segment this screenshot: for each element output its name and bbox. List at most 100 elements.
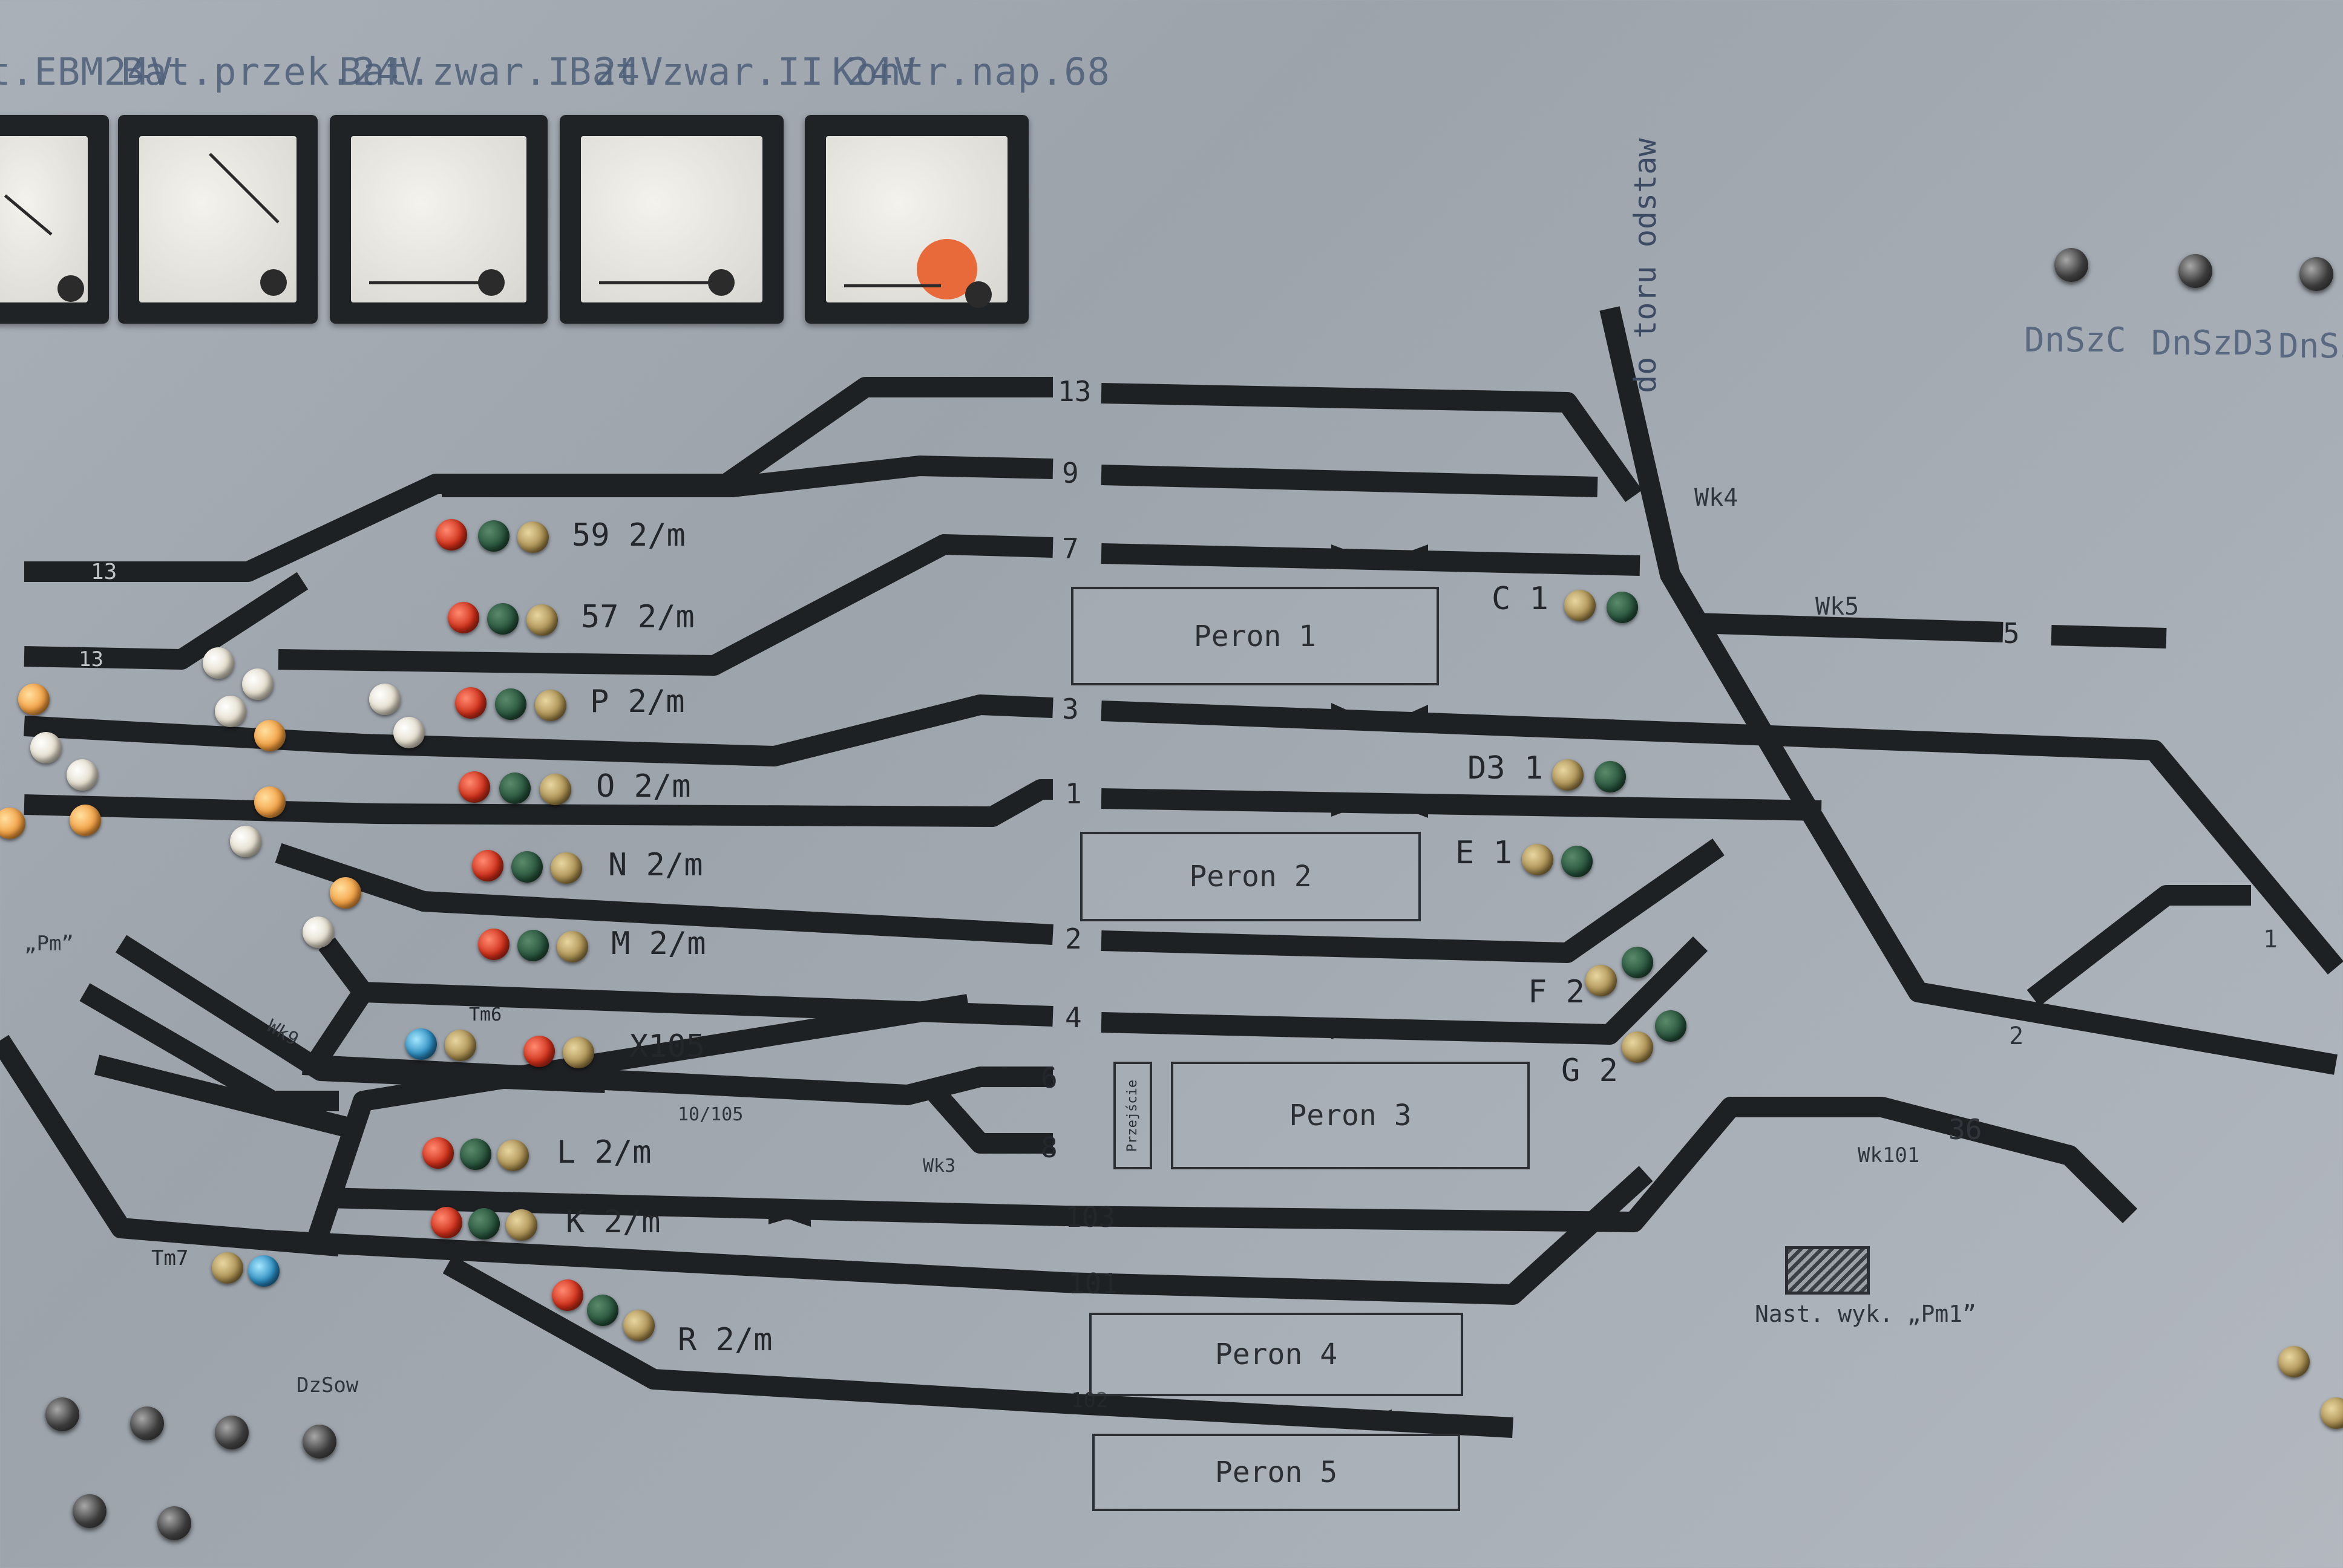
signal-lamp-green[interactable] xyxy=(478,520,510,552)
signal-lamp-red[interactable] xyxy=(431,1207,462,1238)
signal-lamp-blue[interactable] xyxy=(405,1028,437,1060)
indicator-lamp[interactable] xyxy=(30,732,62,763)
signal-lamp-yellow[interactable] xyxy=(517,521,549,553)
nast-wyk-label: Nast. wyk. „Pm1” xyxy=(1755,1301,1977,1327)
signal-lamp-yellow[interactable] xyxy=(506,1209,537,1241)
dnszc-knob[interactable] xyxy=(2054,248,2088,282)
dnszd3-knob[interactable] xyxy=(2178,254,2212,288)
signal-lamp-yellow[interactable] xyxy=(212,1252,243,1284)
indicator-lamp[interactable] xyxy=(67,759,98,791)
signal-label-57: 57 2/m xyxy=(581,599,695,635)
signal-lamp-yellow[interactable] xyxy=(1622,1031,1653,1063)
dnsz-knob[interactable] xyxy=(2299,257,2333,291)
signal-lamp-red[interactable] xyxy=(436,519,467,550)
wk3-label: Wk3 xyxy=(923,1155,956,1177)
indicator-lamp[interactable] xyxy=(393,717,425,748)
signal-label-n: N 2/m xyxy=(608,847,703,883)
signal-lamp-green[interactable] xyxy=(1622,947,1653,978)
signal-lamp-red[interactable] xyxy=(448,602,479,633)
signal-lamp-yellow[interactable] xyxy=(526,604,558,636)
signal-lamp-yellow[interactable] xyxy=(563,1037,594,1068)
signal-lamp-yellow[interactable] xyxy=(535,690,566,721)
signal-lamp-yellow[interactable] xyxy=(1585,965,1617,996)
signal-lamp-yellow[interactable] xyxy=(551,852,582,884)
indicator-lamp[interactable] xyxy=(18,684,50,715)
control-knob[interactable] xyxy=(303,1425,336,1459)
control-knob[interactable] xyxy=(157,1506,191,1540)
signal-lamp-green[interactable] xyxy=(468,1208,500,1240)
signal-lamp-green[interactable] xyxy=(460,1138,491,1170)
signal-lamp-red[interactable] xyxy=(478,929,510,960)
przejscie-box: Przejście xyxy=(1113,1062,1152,1169)
signal-lamp-yellow[interactable] xyxy=(540,774,571,805)
track-1-right-label: 1 xyxy=(2263,926,2278,953)
signal-lamp-red[interactable] xyxy=(459,771,490,803)
signal-lamp-yellow[interactable] xyxy=(1564,590,1596,621)
indicator-lamp[interactable] xyxy=(2321,1397,2343,1429)
signal-lamp-yellow[interactable] xyxy=(557,931,588,962)
signal-lamp-green[interactable] xyxy=(511,851,543,883)
indicator-lamp[interactable] xyxy=(2278,1346,2310,1377)
control-knob[interactable] xyxy=(45,1397,79,1431)
indicator-lamp[interactable] xyxy=(0,808,25,839)
signal-lamp-red[interactable] xyxy=(552,1279,583,1311)
signal-lamp-yellow[interactable] xyxy=(623,1310,655,1341)
signal-label-m: M 2/m xyxy=(611,926,706,962)
meter-label: t.EBM24V xyxy=(0,50,174,94)
platform-4: Peron 4 xyxy=(1089,1313,1463,1396)
indicator-lamp[interactable] xyxy=(230,826,261,857)
signal-label-x105: X105 xyxy=(629,1028,706,1065)
meter-label: Kontr.nap.68 xyxy=(832,50,1110,94)
track-36-label: 36 xyxy=(1948,1113,1982,1146)
signal-lamp-yellow[interactable] xyxy=(497,1140,529,1171)
indicator-lamp[interactable] xyxy=(369,684,401,715)
signal-lamp-blue[interactable] xyxy=(248,1255,280,1287)
signal-lamp-yellow[interactable] xyxy=(445,1030,476,1061)
indicator-lamp[interactable] xyxy=(70,805,101,836)
indicator-lamp[interactable] xyxy=(254,720,286,751)
track-number: 13 xyxy=(91,560,117,584)
signal-label-g: G 2 xyxy=(1561,1053,1618,1089)
wk101-label: Wk101 xyxy=(1858,1143,1920,1168)
signal-label-d3: D3 1 xyxy=(1467,750,1544,786)
signal-lamp-red[interactable] xyxy=(422,1137,454,1169)
signal-lamp-green[interactable] xyxy=(499,773,531,804)
signal-label-59: 59 2/m xyxy=(572,517,686,554)
signal-label-k: K 2/m xyxy=(566,1204,661,1240)
signal-lamp-red[interactable] xyxy=(523,1036,555,1067)
signal-lamp-green[interactable] xyxy=(495,688,526,720)
signal-label-c: C 1 xyxy=(1492,581,1548,617)
signal-lamp-green[interactable] xyxy=(1561,846,1593,877)
signal-lamp-yellow[interactable] xyxy=(1552,759,1584,791)
signal-lamp-green[interactable] xyxy=(517,930,549,961)
control-knob[interactable] xyxy=(130,1406,164,1440)
knob-label: DnSzC xyxy=(2024,321,2126,360)
indicator-lamp[interactable] xyxy=(242,668,274,700)
signal-lamp-red[interactable] xyxy=(455,687,487,719)
track-number: 13 xyxy=(79,647,103,671)
indicator-lamp[interactable] xyxy=(215,696,246,727)
platform-1: Peron 1 xyxy=(1071,587,1439,685)
indicator-lamp[interactable] xyxy=(203,647,234,679)
pm1-icon xyxy=(1785,1246,1870,1295)
signal-lamp-green[interactable] xyxy=(587,1295,618,1326)
signal-label-f: F 2 xyxy=(1528,974,1585,1010)
signal-lamp-green[interactable] xyxy=(1607,592,1638,623)
indicator-lamp[interactable] xyxy=(330,877,361,909)
track-number: 13 xyxy=(1058,375,1092,408)
signal-lamp-green[interactable] xyxy=(487,603,519,635)
indicator-lamp[interactable] xyxy=(254,786,286,818)
track-number: 8 xyxy=(1041,1131,1058,1164)
signal-lamp-red[interactable] xyxy=(472,850,503,881)
control-knob[interactable] xyxy=(215,1416,249,1449)
track-number: 101 xyxy=(1068,1267,1119,1300)
signal-lamp-green[interactable] xyxy=(1655,1010,1686,1042)
indicator-lamp[interactable] xyxy=(303,916,334,948)
signal-label-tm6: Tm6 xyxy=(469,1004,502,1025)
signal-lamp-yellow[interactable] xyxy=(1522,844,1553,875)
knob-label: DnSz xyxy=(2278,327,2343,366)
control-knob[interactable] xyxy=(73,1494,106,1528)
track-number: 103 xyxy=(1065,1201,1116,1233)
signal-lamp-green[interactable] xyxy=(1594,761,1626,792)
